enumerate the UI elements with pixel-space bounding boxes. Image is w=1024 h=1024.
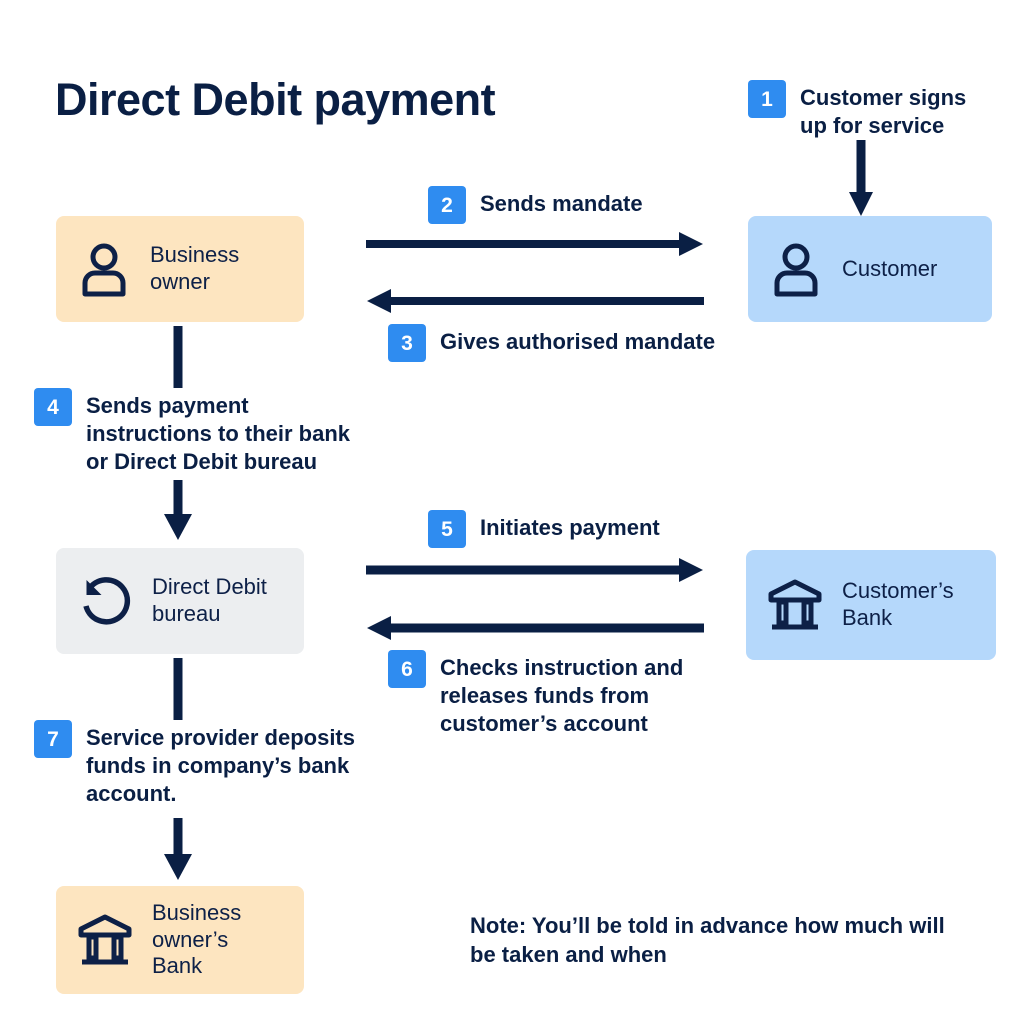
step-2: 2 Sends mandate: [428, 186, 643, 224]
arrow-step-5-right: [366, 558, 703, 582]
step-4-label: Sends payment instructions to their bank…: [86, 393, 351, 475]
entity-business-owners-bank-label: Business owner’s Bank: [152, 899, 242, 979]
bank-icon: [78, 914, 132, 965]
step-2-label: Sends mandate: [480, 191, 643, 216]
entity-customers-bank: Customer’s Bank: [746, 550, 996, 660]
person-icon: [774, 243, 818, 297]
step-4-badge: 4: [34, 388, 72, 426]
step-3-label: Gives authorised mandate: [440, 329, 716, 354]
step-7: 7 Service provider deposits funds in com…: [34, 720, 355, 808]
arrow-step-3-left: [367, 289, 704, 313]
entity-customer: Customer: [748, 216, 992, 322]
step-6-badge: 6: [388, 650, 426, 688]
arrow-step-6-left: [367, 616, 704, 640]
arrow-step-7-upper-stem: [173, 658, 183, 720]
step-2-badge: 2: [428, 186, 466, 224]
page-title: Direct Debit payment: [55, 74, 496, 125]
arrow-step-2-right: [366, 232, 703, 256]
bank-icon: [768, 579, 822, 630]
arrow-step-4-upper-stem: [173, 326, 183, 388]
entity-business-owner: Business owner: [56, 216, 304, 322]
arrow-step-4-down: [164, 480, 192, 540]
step-5-label: Initiates payment: [480, 515, 660, 540]
step-3-badge: 3: [388, 324, 426, 362]
entity-business-owner-label: Business owner: [150, 242, 240, 294]
step-7-badge: 7: [34, 720, 72, 758]
entity-direct-debit-bureau: Direct Debit bureau: [56, 548, 304, 654]
step-3: 3 Gives authorised mandate: [388, 324, 715, 362]
footnote: Note: You’ll be told in advance how much…: [470, 913, 945, 967]
refresh-loop-icon: [83, 577, 131, 625]
step-7-label: Service provider deposits funds in compa…: [86, 725, 355, 807]
arrow-step-7-down: [164, 818, 192, 880]
entity-customer-label: Customer: [842, 255, 938, 281]
person-icon: [82, 243, 126, 297]
step-5: 5 Initiates payment: [428, 510, 660, 548]
step-4: 4 Sends payment instructions to their ba…: [34, 388, 350, 476]
step-1-label: Customer signs up for service: [800, 85, 967, 139]
step-1-badge: 1: [748, 80, 786, 118]
step-6: 6 Checks instruction and releases funds …: [388, 650, 683, 738]
entity-customers-bank-label: Customer’s Bank: [842, 578, 954, 630]
step-6-label: Checks instruction and releases funds fr…: [440, 655, 684, 737]
entity-direct-debit-bureau-label: Direct Debit bureau: [152, 574, 267, 626]
step-1: 1 Customer signs up for service: [748, 80, 966, 140]
arrow-step-1-down: [849, 140, 873, 216]
step-5-badge: 5: [428, 510, 466, 548]
entity-business-owners-bank: Business owner’s Bank: [56, 886, 304, 994]
